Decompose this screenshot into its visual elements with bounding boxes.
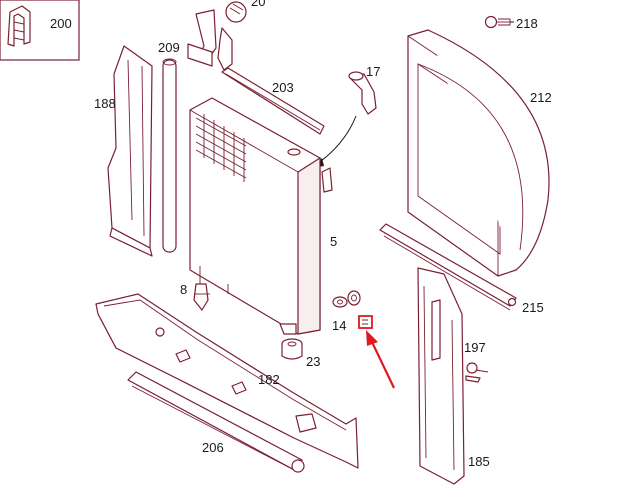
label-17: 17 bbox=[366, 64, 380, 79]
part-185: 185 bbox=[417, 267, 490, 485]
part-188: 188 bbox=[94, 45, 153, 257]
label-20: 20 bbox=[251, 0, 265, 9]
part-203: 203 bbox=[221, 67, 325, 135]
label-206: 206 bbox=[202, 440, 224, 455]
part-23: 23 bbox=[281, 338, 320, 369]
label-14: 14 bbox=[332, 318, 346, 333]
part-5: 5 bbox=[189, 97, 337, 335]
label-197: 197 bbox=[464, 340, 486, 355]
radiator-core-grid bbox=[195, 114, 247, 182]
part-20: 20 bbox=[187, 0, 265, 71]
label-209: 209 bbox=[158, 40, 180, 55]
label-218: 218 bbox=[516, 16, 538, 31]
part-215: 215 bbox=[379, 223, 544, 315]
label-185: 185 bbox=[468, 454, 490, 469]
label-203: 203 bbox=[272, 80, 294, 95]
part-218: 218 bbox=[484, 15, 538, 31]
part-197: 197 bbox=[464, 340, 489, 383]
part-8: 8 bbox=[180, 282, 210, 311]
part-182: 182 bbox=[95, 293, 359, 469]
label-200: 200 bbox=[50, 16, 72, 31]
label-23: 23 bbox=[306, 354, 320, 369]
label-182: 182 bbox=[258, 372, 280, 387]
label-5: 5 bbox=[330, 234, 337, 249]
clip-icon bbox=[7, 5, 31, 47]
highlight-marker bbox=[358, 315, 373, 329]
label-8: 8 bbox=[180, 282, 187, 297]
highlight-arrow bbox=[366, 330, 395, 389]
part-17: 17 bbox=[312, 64, 380, 168]
part-206: 206 bbox=[127, 371, 305, 473]
part-209: 209 bbox=[158, 40, 180, 253]
label-215: 215 bbox=[522, 300, 544, 315]
label-188: 188 bbox=[94, 96, 116, 111]
label-212: 212 bbox=[530, 90, 552, 105]
legend-box: 200 bbox=[0, 0, 80, 61]
part-14: 14 bbox=[332, 290, 361, 333]
part-212: 212 bbox=[407, 29, 552, 277]
